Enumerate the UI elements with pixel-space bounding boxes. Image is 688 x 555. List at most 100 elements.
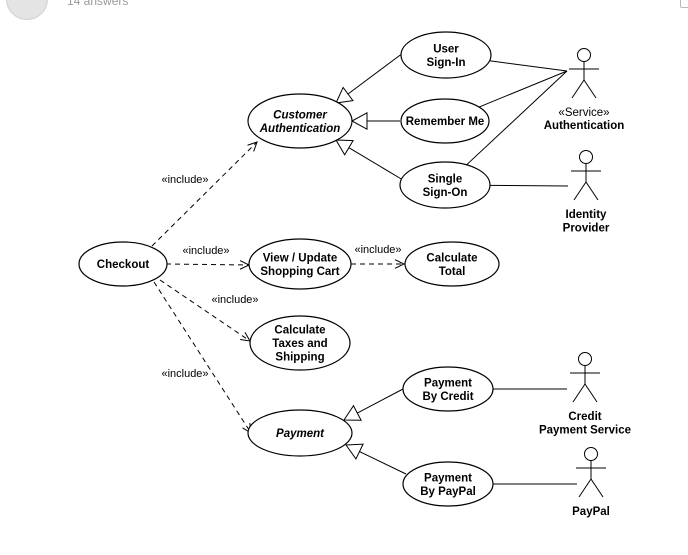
actor-right-leg (590, 478, 604, 498)
actor-head (577, 48, 591, 62)
actor-stick-figure[interactable] (571, 150, 601, 201)
relationship-association (466, 70, 568, 166)
include-line (153, 281, 252, 434)
include-label: «include» (211, 294, 258, 306)
use-case-label: Remember Me (406, 116, 485, 128)
relationships-layer (151, 52, 577, 485)
generalization-line (357, 388, 404, 414)
include-arrowhead (247, 141, 258, 152)
relationship-include (351, 259, 406, 269)
actor-left-leg (572, 383, 586, 403)
actor-head (578, 352, 592, 366)
relationship-include (151, 141, 258, 247)
use-case-label: By PayPal (420, 486, 476, 498)
actor-stick-figure[interactable] (576, 447, 606, 498)
use-case-remember-me[interactable]: Remember Me (400, 98, 490, 144)
include-arrowhead (394, 259, 406, 269)
use-case-label: Sign-In (427, 57, 466, 69)
use-case-ellipse[interactable] (249, 315, 351, 371)
relationship-include (159, 279, 251, 342)
actors-layer: «Service»AuthenticationIdentityProviderC… (539, 48, 631, 519)
actor-paypal[interactable]: PayPal (572, 447, 610, 519)
generalization-triangle (335, 139, 354, 156)
corner-checkbox[interactable] (680, 0, 688, 8)
generalization-line (347, 52, 404, 95)
actor-right-leg (584, 383, 598, 403)
generalization-triangle (335, 86, 354, 104)
use-case-payment[interactable]: Payment (247, 409, 353, 457)
use-case-checkout[interactable]: Checkout (78, 241, 168, 287)
use-case-ellipse[interactable] (404, 241, 500, 287)
actor-head (584, 447, 598, 461)
actor-label: Authentication (544, 120, 625, 132)
actor-stick-figure[interactable] (570, 352, 600, 403)
actor-label: Identity (566, 209, 607, 221)
use-case-label: Single (428, 173, 463, 185)
actor-left-leg (578, 478, 592, 498)
use-case-ellipse[interactable] (248, 238, 352, 290)
use-case-label: Total (439, 266, 466, 278)
relationship-generalization (343, 388, 404, 421)
use-case-ellipse[interactable] (247, 409, 353, 457)
association-line (466, 70, 568, 166)
relationship-generalization (335, 52, 404, 104)
use-case-ellipse[interactable] (402, 366, 494, 412)
use-case-ellipse[interactable] (402, 461, 494, 507)
top-bar: 14 answers (0, 0, 688, 20)
actor-stereotype: «Service» (558, 107, 609, 119)
use-case-label: View / Update (263, 252, 338, 264)
actor-label: Credit (568, 411, 601, 423)
include-label: «include» (182, 245, 229, 257)
use-case-label: Authentication (259, 123, 341, 135)
actor-stick-figure[interactable] (569, 48, 599, 99)
answers-count[interactable]: 14 answers (67, 0, 129, 8)
relationship-association (489, 184, 569, 187)
actor-right-leg (583, 79, 597, 99)
use-case-ellipse[interactable] (247, 93, 353, 149)
relationship-generalization (335, 139, 404, 181)
use-case-label: Calculate (274, 325, 325, 337)
use-case-label: By Credit (422, 391, 473, 403)
use-case-label: Customer (273, 109, 327, 121)
use-case-ellipse[interactable] (399, 161, 491, 209)
association-line (489, 184, 569, 187)
actor-service-authentication[interactable]: «Service»Authentication (544, 48, 625, 133)
include-label: «include» (161, 368, 208, 380)
include-line (159, 279, 251, 342)
relationship-generalization (345, 443, 407, 475)
actor-label: Provider (563, 223, 610, 235)
generalization-triangle (343, 404, 362, 421)
actor-left-leg (573, 181, 587, 201)
use-case-label: Calculate (426, 252, 477, 264)
actor-label: PayPal (572, 506, 610, 518)
generalization-triangle (350, 111, 368, 131)
labels-layer: «include»«include»«include»«include»«inc… (161, 174, 401, 380)
actor-left-leg (571, 79, 585, 99)
use-case-label: Checkout (97, 259, 150, 271)
actor-label: Payment Service (539, 425, 631, 437)
include-label: «include» (161, 174, 208, 186)
include-arrowhead (240, 332, 251, 342)
use-case-label: User (433, 43, 459, 55)
generalization-triangle (345, 443, 364, 460)
use-case-label: Taxes and (272, 338, 327, 350)
include-line (151, 141, 258, 247)
use-case-label: Payment (276, 428, 325, 440)
use-case-label: Shopping Cart (260, 266, 339, 278)
relationship-association (478, 70, 568, 108)
use-case-ellipse[interactable] (400, 31, 492, 79)
use-case-ellipse[interactable] (78, 241, 168, 287)
use-case-ellipse[interactable] (400, 98, 490, 144)
